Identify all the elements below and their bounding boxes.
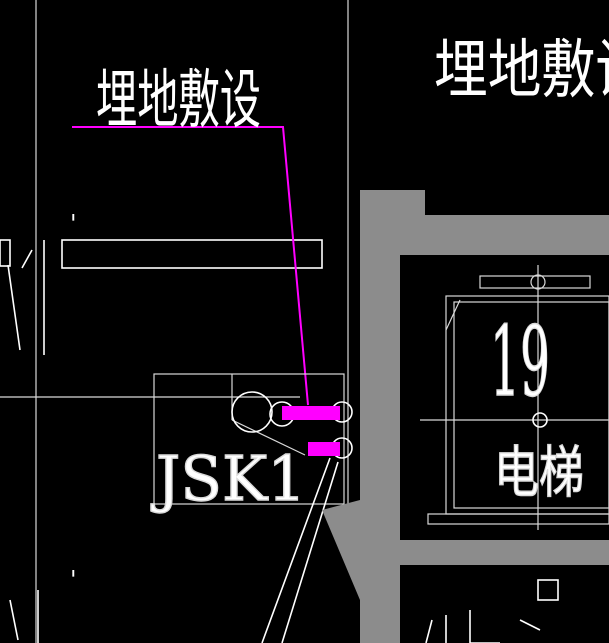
device-label: JSK1 (150, 442, 306, 515)
elevator-corner-line (445, 299, 461, 331)
elevator-shaft-wall (322, 190, 609, 643)
elevator-label: 电梯 (494, 441, 584, 506)
cable-run-lines (261, 457, 339, 643)
stroke-mark-upper: ' (70, 210, 77, 238)
partial-box (0, 239, 11, 267)
top-left-label: 埋地敷设 (96, 64, 261, 138)
counterweight-rail (479, 275, 591, 289)
slab-rectangle (61, 239, 323, 269)
junction-circle-large (231, 391, 273, 433)
device-jsk1 (153, 373, 353, 505)
top-right-label: 埋地敷设 (434, 34, 609, 108)
conduit-bar-upper (282, 406, 340, 420)
device-diagonal (231, 419, 306, 456)
stroke-mark-lower: ' (70, 566, 77, 594)
elevator-car-inner (453, 301, 609, 509)
small-square-marker (537, 579, 559, 601)
grid-lines (0, 0, 349, 643)
partial-char-strokes-bottom (9, 590, 39, 643)
elevator-sill (427, 513, 609, 525)
elevator-interior (420, 265, 609, 643)
conduit-bar-lower (308, 442, 340, 456)
partial-text-left (0, 239, 45, 643)
leader-line (72, 126, 309, 406)
elevator-number-label: 19 (490, 306, 550, 418)
partial-char-strokes (7, 240, 45, 355)
partial-bottom-text (425, 610, 541, 643)
elevator-center-circle (532, 412, 548, 428)
